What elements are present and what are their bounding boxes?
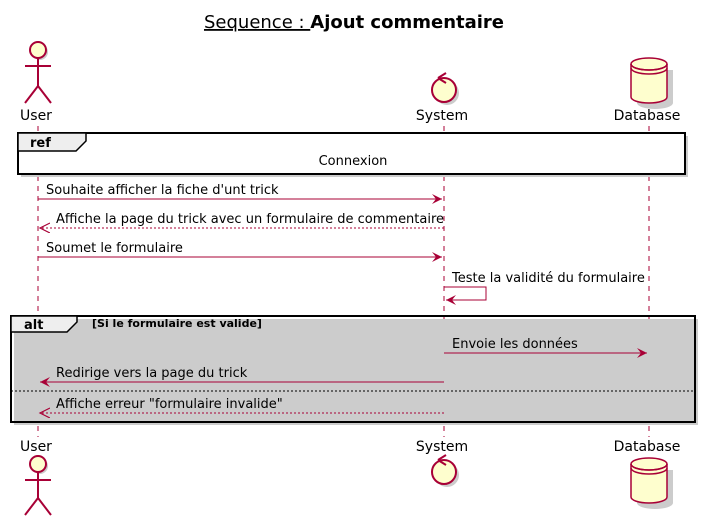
ref-text: Connexion (319, 154, 388, 169)
system-label-bottom: System (416, 439, 468, 455)
message-label-5: Envoie les données (452, 337, 578, 352)
alt-guard: [Si le formulaire est valide] (92, 317, 262, 330)
database-icon (630, 57, 673, 109)
message-label-7: Affiche erreur "formulaire invalide" (56, 397, 283, 412)
database-icon-bottom (630, 457, 673, 509)
title-name: Ajout commentaire (310, 12, 504, 33)
title-prefix: Sequence : (204, 12, 310, 33)
user-label-bottom: User (20, 439, 52, 455)
system-label-top: System (416, 108, 468, 124)
system-control-icon (431, 72, 459, 105)
database-label-bottom: Database (614, 439, 681, 455)
user-label-top: User (20, 108, 52, 124)
message-label-6: Redirige vers la page du trick (56, 366, 248, 381)
database-label-top: Database (614, 108, 681, 124)
message-label-4: Teste la validité du formulaire (451, 271, 645, 286)
diagram-title: Sequence : Ajout commentaire (204, 12, 504, 33)
ref-frame: ref Connexion (17, 132, 688, 177)
ref-tag: ref (30, 136, 51, 151)
user-actor-icon-bottom (24, 455, 52, 516)
alt-frame: alt [Si le formulaire est valide] (10, 315, 698, 425)
message-label-3: Soumet le formulaire (46, 241, 183, 256)
message-label-1: Souhaite afficher la fiche d'unt trick (46, 183, 279, 198)
alt-tag: alt (24, 318, 43, 333)
system-control-icon-bottom (431, 454, 459, 487)
message-arrow-4 (444, 286, 487, 305)
user-actor-icon (24, 41, 52, 104)
message-label-2: Affiche la page du trick avec un formula… (56, 212, 444, 227)
